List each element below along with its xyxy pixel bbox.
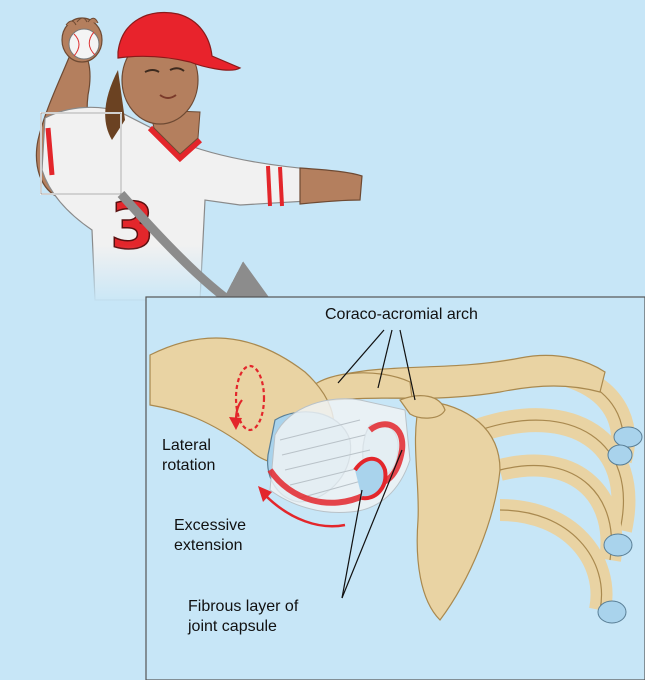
- excessive-extension-label: Excessive extension: [174, 516, 246, 556]
- coraco-acromial-arch-label: Coraco-acromial arch: [325, 305, 478, 325]
- fibrous-layer-label-line1: Fibrous layer of: [188, 597, 298, 617]
- lateral-rotation-label: Lateral rotation: [162, 436, 215, 476]
- extended-arm: [300, 168, 362, 204]
- excessive-extension-label-line1: Excessive: [174, 516, 246, 536]
- lateral-rotation-label-line2: rotation: [162, 456, 215, 476]
- fibrous-layer-label-line2: joint capsule: [188, 617, 298, 637]
- pitcher-figure: 3: [30, 13, 370, 305]
- fibrous-layer-label: Fibrous layer of joint capsule: [188, 597, 298, 637]
- joint-capsule: [270, 399, 410, 513]
- lateral-rotation-label-line1: Lateral: [162, 436, 215, 456]
- excessive-extension-label-line2: extension: [174, 536, 246, 556]
